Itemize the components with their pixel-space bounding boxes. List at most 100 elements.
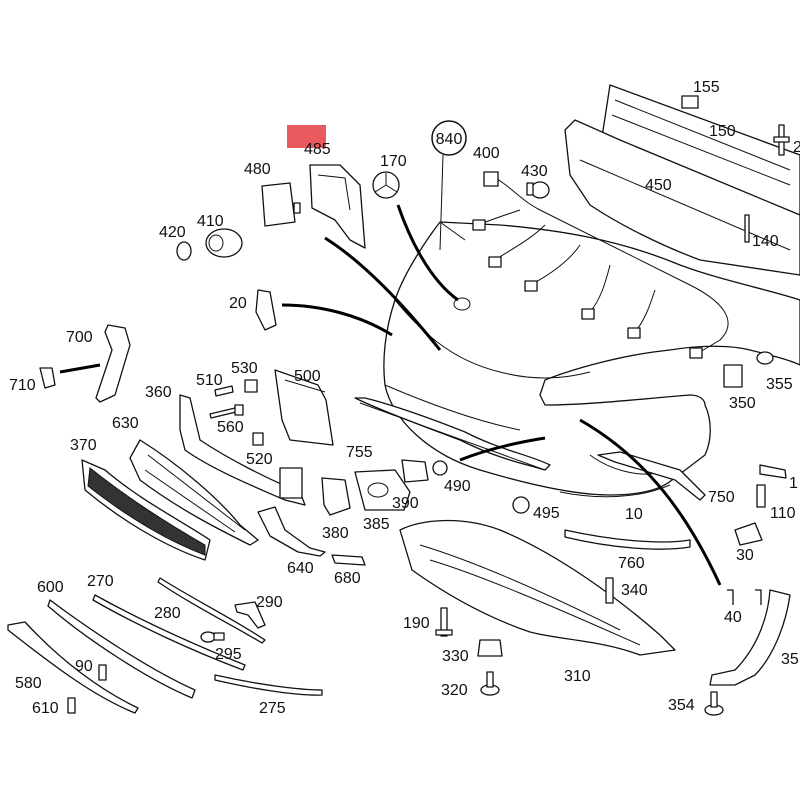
bracket-485-part: [309, 164, 366, 249]
label-270: 270: [87, 573, 114, 590]
label-10: 10: [625, 506, 643, 523]
label-30: 30: [736, 547, 754, 564]
label-2: 2: [793, 139, 800, 156]
cover-30-part: [734, 522, 763, 546]
label-510: 510: [196, 372, 223, 389]
arrow-20-to-bumper: [281, 303, 393, 337]
fastener-90-part: [98, 664, 107, 681]
lower-grille-370-part: [81, 459, 211, 561]
parking-sensor-410-part: [205, 228, 243, 258]
callout-840: 840: [431, 120, 467, 251]
screw-354-part: [704, 691, 724, 716]
strip-760-part: [564, 529, 691, 550]
pin-140-part: [744, 214, 750, 243]
bolt-2-part: [773, 124, 790, 156]
bracket-290-part: [234, 601, 266, 629]
arrow-710-to-trim: [59, 363, 101, 374]
label-280: 280: [154, 605, 181, 622]
label-480: 480: [244, 161, 271, 178]
label-385: 385: [363, 516, 390, 533]
label-450: 450: [645, 177, 672, 194]
label-400: 400: [473, 145, 500, 162]
label-320: 320: [441, 682, 468, 699]
screw-320-part: [480, 671, 500, 696]
bracket-35-part: [709, 589, 791, 686]
bracket-390-part: [401, 459, 448, 483]
strip-275-part: [214, 674, 323, 696]
screw-355-part: [756, 351, 774, 365]
label-710: 710: [9, 377, 36, 394]
clip-710-part: [39, 367, 56, 389]
label-360: 360: [145, 384, 172, 401]
screw-295-part: [200, 631, 225, 643]
label-750: 750: [708, 489, 735, 506]
label-560: 560: [217, 419, 244, 436]
strip-600-part: [47, 599, 196, 699]
label-40: 40: [724, 609, 742, 626]
label-640: 640: [287, 560, 314, 577]
arrow-170-to-bumper: [396, 204, 459, 302]
label-490: 490: [444, 478, 471, 495]
label-485: 485: [304, 141, 331, 158]
clip-40-part: [727, 589, 762, 605]
sensor-480-part: [261, 182, 301, 227]
clip-20-part: [255, 289, 277, 331]
arrow-490: [459, 436, 546, 462]
label-700: 700: [66, 329, 93, 346]
trim-755-part: [354, 397, 551, 471]
label-20: 20: [229, 295, 247, 312]
label-580: 580: [15, 675, 42, 692]
arrow-40-to-bumper: [579, 418, 722, 586]
strip-270-part: [92, 594, 246, 671]
label-140: 140: [752, 233, 779, 250]
label-410: 410: [197, 213, 224, 230]
label-150: 150: [709, 123, 736, 140]
side-trim-700-part: [95, 324, 131, 403]
label-290: 290: [256, 594, 283, 611]
arrow-485-to-bumper: [324, 236, 442, 351]
part-labels: 155 150 2 485 170 400 430 480 450 410 42…: [9, 79, 800, 717]
label-110: 110: [770, 505, 796, 522]
label-350: 350: [729, 395, 756, 412]
screw-560-part: [209, 404, 244, 419]
screw-110-part: [756, 484, 766, 508]
label-420: 420: [159, 224, 186, 241]
star-emblem-170-part: [372, 171, 400, 199]
clip-330-part: [477, 639, 503, 657]
clip-520-part: [252, 432, 264, 446]
sensor-430-part: [526, 181, 550, 199]
clip-530-part: [244, 379, 258, 393]
label-520: 520: [246, 451, 273, 468]
bar-360-part: [179, 394, 306, 506]
fastener-190-part: [435, 607, 453, 637]
label-380: 380: [322, 525, 349, 542]
label-390: 390: [392, 495, 419, 512]
clip-1-part: [759, 464, 787, 479]
fog-ring-495-part: [512, 496, 530, 514]
label-600: 600: [37, 579, 64, 596]
label-170: 170: [380, 153, 407, 170]
strip-580-part: [7, 621, 139, 714]
strip-640-part: [257, 506, 326, 557]
label-90: 90: [75, 658, 93, 675]
wiring-harness-part: [472, 171, 729, 359]
label-190: 190: [403, 615, 430, 632]
bracket-380-part: [321, 477, 351, 516]
label-340: 340: [621, 582, 648, 599]
callout-840-text: 840: [436, 131, 463, 148]
label-354: 354: [668, 697, 695, 714]
clip-350-part: [723, 364, 743, 388]
grille-680-part: [331, 554, 366, 566]
label-760: 760: [618, 555, 645, 572]
label-630: 630: [112, 415, 139, 432]
label-495: 495: [533, 505, 560, 522]
label-310: 310: [564, 668, 591, 685]
cross-member-part: [564, 84, 800, 276]
label-500: 500: [294, 368, 321, 385]
license-plate-holder-500-part: [274, 369, 334, 446]
assembly-arrows: [59, 204, 722, 586]
label-155: 155: [693, 79, 720, 96]
screw-510-part: [214, 385, 234, 397]
